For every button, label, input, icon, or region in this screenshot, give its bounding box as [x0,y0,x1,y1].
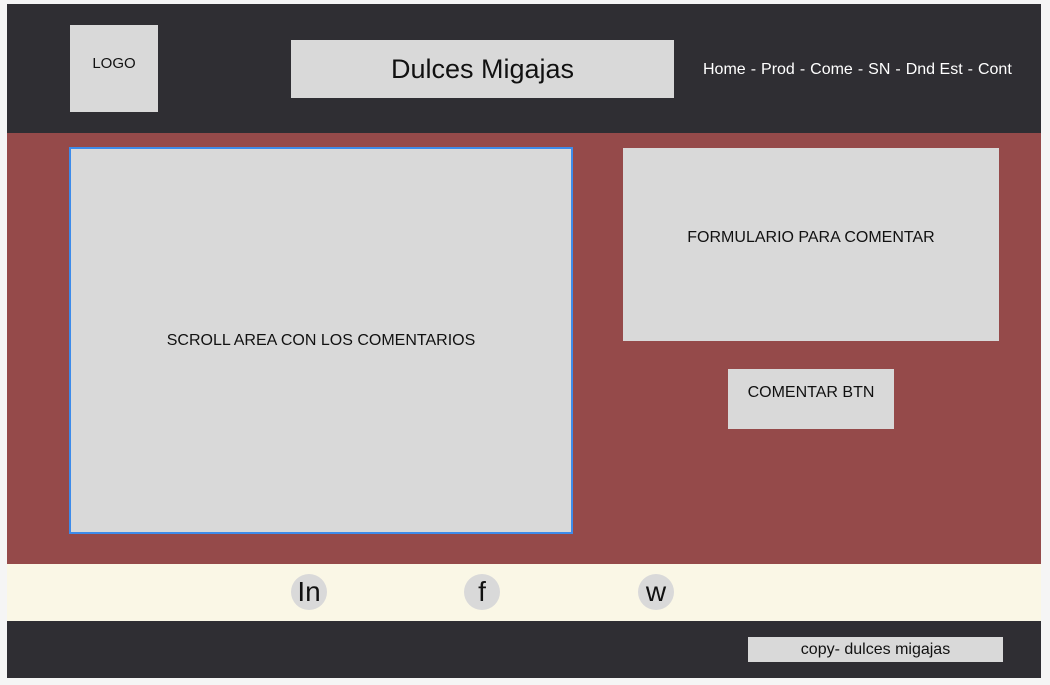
comment-button-label: COMENTAR BTN [747,384,875,401]
nav-separator: - [750,61,757,78]
linkedin-icon[interactable]: In [291,574,327,610]
comment-form-label: FORMULARIO PARA COMENTAR [687,229,935,246]
whatsapp-label: w [645,576,667,607]
nav-separator: - [967,61,973,78]
nav-separator: - [895,61,901,78]
nav-item-locations[interactable]: Dnd Est [905,61,963,78]
facebook-icon[interactable]: f [464,574,500,610]
copyright-text: copy- dulces migajas [800,640,951,658]
comment-button[interactable]: COMENTAR BTN [728,369,894,429]
social-bar [7,564,1041,621]
nav-item-comments[interactable]: Come [810,61,853,78]
nav-item-contact[interactable]: Cont [977,61,1012,78]
main-nav: Home - Prod - Come - SN - Dnd Est - Cont [703,58,1012,82]
site-title-box: Dulces Migajas [291,40,674,98]
logo[interactable]: LOGO [70,25,158,112]
logo-label: LOGO [92,55,136,72]
comments-scroll-label: SCROLL AREA CON LOS COMENTARIOS [166,331,476,349]
copyright-box: copy- dulces migajas [748,637,1003,662]
nav-item-products[interactable]: Prod [761,61,795,78]
nav-item-home[interactable]: Home [703,61,746,78]
nav-separator: - [857,61,864,78]
nav-item-social[interactable]: SN [868,61,891,78]
site-title: Dulces Migajas [390,53,575,84]
comment-form[interactable]: FORMULARIO PARA COMENTAR [623,148,999,341]
facebook-label: f [478,576,486,607]
linkedin-label: In [297,576,321,607]
nav-separator: - [799,61,806,78]
whatsapp-icon[interactable]: w [638,574,674,610]
comments-scroll-area[interactable]: SCROLL AREA CON LOS COMENTARIOS [69,147,573,534]
